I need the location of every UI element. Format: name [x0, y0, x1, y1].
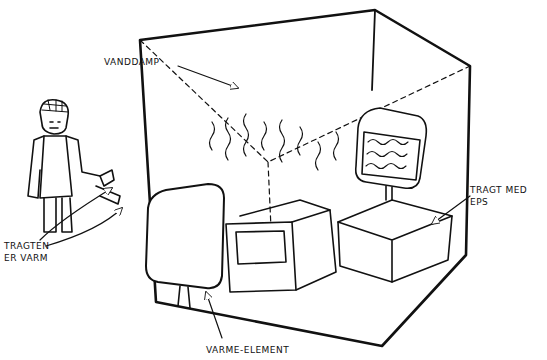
- callout-label: TRAGTEN ER VARM: [4, 240, 60, 264]
- callout-label: VANDDAMP: [104, 56, 194, 68]
- enclosure-edge: [372, 10, 375, 90]
- heating-element: [146, 184, 224, 308]
- leader-arrow: [178, 66, 238, 88]
- leader-arrow: [432, 196, 470, 224]
- leader-arrow: [40, 188, 112, 240]
- radiant-heater: [356, 108, 427, 202]
- callout-label: VARME-ELEMENT: [206, 344, 316, 356]
- callout-label: TRAGT MED EPS: [470, 184, 546, 208]
- middle-box: [226, 200, 336, 292]
- leader-arrow: [206, 292, 222, 338]
- enclosure-outline: [140, 10, 470, 346]
- leader-arrow: [46, 208, 122, 246]
- funnel-box: [338, 200, 452, 282]
